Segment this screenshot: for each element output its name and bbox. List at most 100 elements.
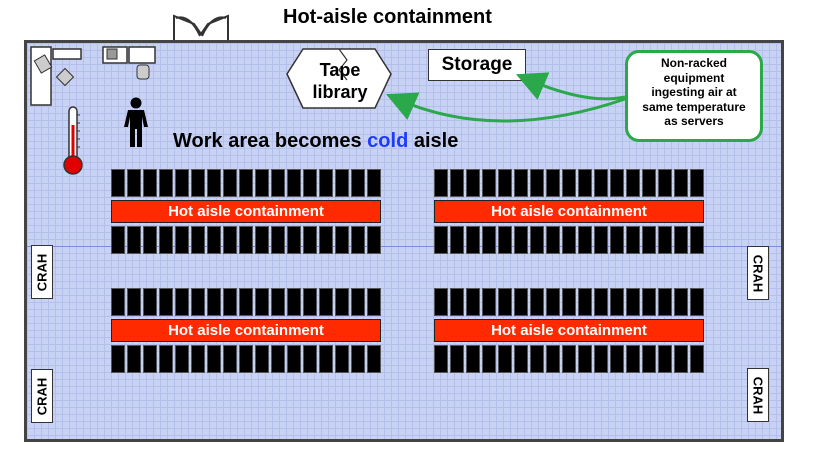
server-rack [498, 288, 512, 316]
server-rack [514, 226, 528, 254]
server-rack [127, 345, 141, 373]
server-rack [239, 288, 253, 316]
server-rack [367, 226, 381, 254]
server-rack [642, 345, 656, 373]
server-rack [562, 226, 576, 254]
server-rack [143, 169, 157, 197]
server-rack [175, 345, 189, 373]
server-rack [610, 288, 624, 316]
server-rack [287, 169, 301, 197]
storage-box: Storage [428, 49, 526, 81]
door-icon [173, 14, 229, 44]
server-rack [111, 345, 125, 373]
server-rack [255, 345, 269, 373]
tape-library-line1: Tape [319, 60, 361, 80]
server-rack [594, 345, 608, 373]
server-rack [482, 226, 496, 254]
server-rack [498, 345, 512, 373]
crah-unit-right-lower: CRAH [747, 368, 769, 422]
server-rack [287, 288, 301, 316]
server-rack [111, 288, 125, 316]
server-rack [287, 226, 301, 254]
server-rack [578, 288, 592, 316]
server-rack [335, 169, 349, 197]
server-rack [434, 226, 448, 254]
server-rack [207, 169, 221, 197]
cold-word: cold [367, 130, 409, 152]
server-rack [530, 288, 544, 316]
server-rack [434, 345, 448, 373]
server-rack [175, 169, 189, 197]
server-rack [658, 288, 672, 316]
server-rack [175, 226, 189, 254]
server-rack [498, 226, 512, 254]
server-rack [514, 345, 528, 373]
server-rack [466, 288, 480, 316]
rack-row-upper [434, 288, 704, 316]
hot-aisle-containment: Hot aisle containment [434, 200, 704, 223]
server-rack [482, 288, 496, 316]
server-rack [674, 169, 688, 197]
server-rack [239, 345, 253, 373]
server-rack [191, 226, 205, 254]
server-rack [143, 226, 157, 254]
rack-row-lower [111, 345, 381, 373]
server-rack [594, 169, 608, 197]
callout-line: ingesting air at [651, 85, 737, 99]
server-rack [223, 345, 237, 373]
server-rack [127, 169, 141, 197]
callout-note: Non-racked equipment ingesting air at sa… [625, 50, 763, 142]
server-rack [450, 169, 464, 197]
crah-label: CRAH [34, 253, 50, 291]
server-rack [610, 226, 624, 254]
server-rack [626, 288, 640, 316]
callout-line: Non-racked [660, 56, 728, 70]
server-rack [562, 169, 576, 197]
server-rack [303, 226, 317, 254]
server-rack [498, 169, 512, 197]
server-rack [578, 169, 592, 197]
server-rack [626, 345, 640, 373]
tape-library-label: Tape library [299, 59, 381, 103]
server-rack [642, 288, 656, 316]
server-rack [271, 288, 285, 316]
server-rack [450, 288, 464, 316]
server-rack [207, 226, 221, 254]
server-rack [223, 169, 237, 197]
desk-furniture-icon [30, 46, 156, 106]
server-rack [434, 288, 448, 316]
server-rack [303, 169, 317, 197]
thermometer-icon [63, 106, 83, 175]
server-rack [351, 345, 365, 373]
server-rack [610, 169, 624, 197]
server-rack [610, 345, 624, 373]
server-rack [335, 226, 349, 254]
server-rack [546, 226, 560, 254]
server-rack [191, 169, 205, 197]
server-rack [466, 345, 480, 373]
rack-row-lower [434, 226, 704, 254]
server-rack [159, 345, 173, 373]
server-rack [175, 288, 189, 316]
server-rack [367, 345, 381, 373]
server-rack [159, 226, 173, 254]
server-rack [143, 288, 157, 316]
rack-block-bottom-right: Hot aisle containment [434, 288, 704, 374]
crah-label: CRAH [750, 376, 766, 414]
server-rack [319, 288, 333, 316]
server-rack [351, 288, 365, 316]
server-rack [450, 345, 464, 373]
crah-unit-right-upper: CRAH [747, 246, 769, 300]
rack-block-top-right: Hot aisle containment [434, 169, 704, 255]
server-rack [319, 345, 333, 373]
server-rack [143, 345, 157, 373]
server-rack [319, 169, 333, 197]
server-rack [626, 226, 640, 254]
server-rack [530, 169, 544, 197]
server-rack [255, 169, 269, 197]
server-rack [319, 226, 333, 254]
server-rack [658, 169, 672, 197]
server-rack [594, 288, 608, 316]
server-rack [562, 288, 576, 316]
crah-unit-left-lower: CRAH [31, 369, 53, 423]
